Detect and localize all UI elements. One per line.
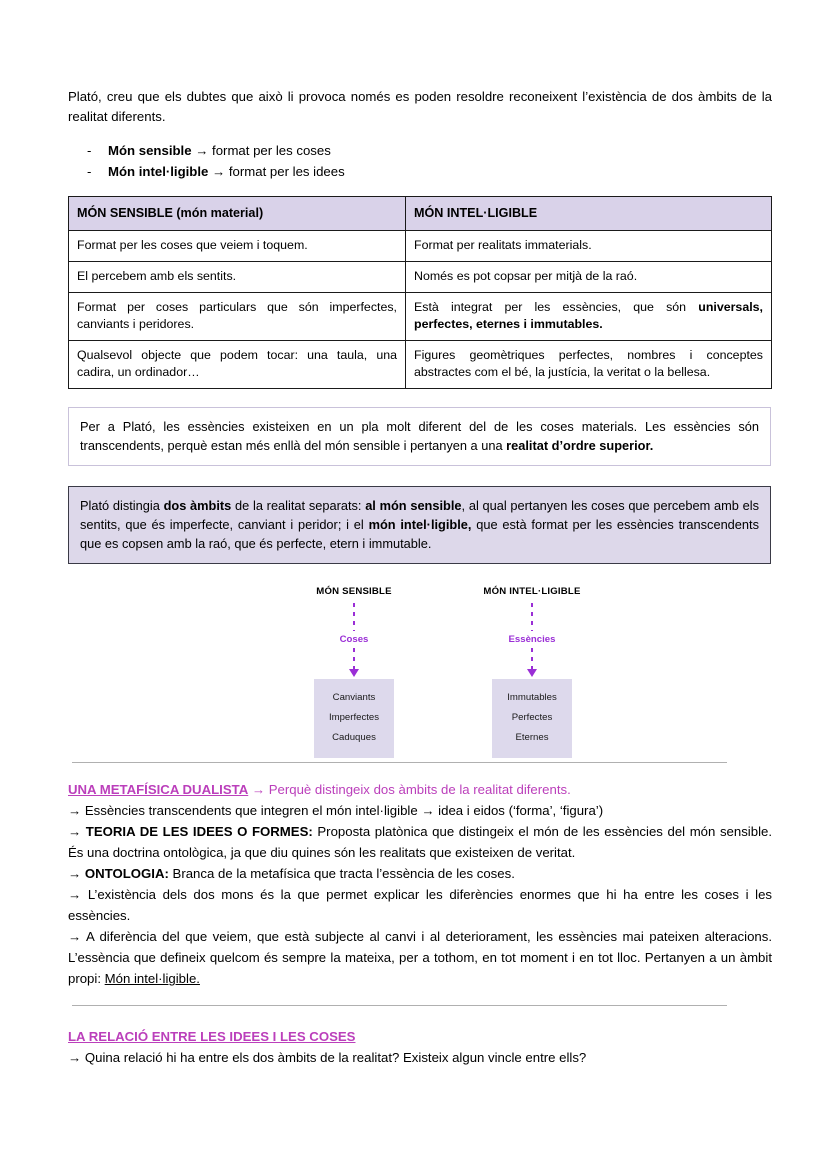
arrow-down-icon [527, 669, 537, 678]
callout-text: Per a Plató, les essències existeixen en… [80, 419, 759, 454]
callout-essencies: Per a Plató, les essències existeixen en… [68, 407, 771, 467]
section-heading-tail: → Perquè distingeix dos àmbits de la rea… [248, 782, 571, 798]
two-worlds-diagram: MÓN SENSIBLE Coses Canviants Imperfectes… [68, 586, 772, 759]
dashed-connector-icon [531, 603, 533, 632]
note-text: Essències transcendents que integren el … [84, 803, 604, 819]
note-underlined-term: Món intel·ligible. [104, 971, 200, 987]
cell-text: Figures geomètriques perfectes, nombres … [414, 348, 763, 380]
cell-text: Està integrat per les essències, que són [414, 300, 699, 315]
table-cell-right: Està integrat per les essències, que són… [405, 292, 772, 342]
diagram-attribute: Immutables [507, 692, 557, 704]
table-header-mon-sensible: MÓN SENSIBLE (món material) [68, 196, 406, 232]
note-text: L’existència dels dos mons és la que per… [68, 887, 773, 924]
bullet-term: Món intel·ligible [108, 164, 209, 180]
section-divider [72, 1005, 727, 1007]
bullet-text: → format per les coses [191, 143, 331, 159]
bullet-term: Món sensible [108, 143, 192, 159]
callout-text-bold: món intel·ligible, [368, 517, 472, 533]
diagram-attribute: Imperfectes [328, 712, 380, 724]
table-cell-left: Qualsevol objecte que podem tocar: una t… [68, 340, 406, 390]
list-item: -Món sensible → format per les coses [68, 140, 772, 161]
section-heading-line: UNA METAFÍSICA DUALISTA → Perquè disting… [68, 779, 772, 800]
arrow-right-icon: → [68, 929, 86, 945]
arrow-right-icon: → [68, 866, 85, 882]
arrow-right-icon: → [68, 803, 85, 819]
table-cell-right: Figures geomètriques perfectes, nombres … [405, 340, 772, 390]
note-bold: TEORIA DE LES IDEES O FORMES: [85, 824, 313, 840]
note-text: A diferència del que veiem, que està sub… [68, 929, 773, 987]
diagram-attribute-box: Immutables Perfectes Eternes [492, 679, 572, 759]
section-metafisica-dualista: UNA METAFÍSICA DUALISTA → Perquè disting… [68, 779, 772, 989]
callout-text: , al qual pertanyen les coses que perceb… [80, 498, 760, 533]
note-text: Proposta platònica que distingeix el món… [68, 824, 772, 861]
dashed-connector-icon [531, 648, 533, 671]
diagram-column-mon-intelligible: MÓN INTEL·LIGIBLE Essències Immutables P… [432, 586, 632, 759]
document-page: Plató, creu que els dubtes que això li p… [68, 74, 772, 1068]
note-line: → ONTOLOGIA: Branca de la metafísica que… [68, 863, 772, 884]
arrow-right-icon: → [68, 887, 88, 903]
diagram-attribute: Canviants [332, 692, 376, 704]
table-cell-right: Format per realitats immaterials. [405, 230, 772, 263]
callout-text-bold: al món sensible [365, 498, 462, 514]
note-text: Branca de la metafísica que tracta l’ess… [168, 866, 515, 882]
arrow-down-icon [349, 669, 359, 678]
table-cell-left: Format per coses particulars que són imp… [68, 292, 406, 342]
table-cell-left: Format per les coses que veiem i toquem. [68, 230, 406, 263]
bullet-dash: - [87, 164, 92, 180]
cell-text: Només es pot copsar per mitjà de la raó. [414, 269, 638, 284]
diagram-attribute: Perfectes [511, 712, 553, 724]
table-cell-left: El percebem amb els sentits. [68, 261, 406, 294]
page-title: UNA METAFÍSICA DUALISTA [68, 782, 249, 798]
note-bold: ONTOLOGIA: [84, 866, 169, 882]
note-line: → TEORIA DE LES IDEES O FORMES: Proposta… [68, 821, 772, 863]
cell-text: Format per realitats immaterials. [414, 238, 592, 253]
table-header-mon-intelligible: MÓN INTEL·LIGIBLE [405, 196, 772, 232]
table-row: Qualsevol objecte que podem tocar: una t… [68, 340, 772, 390]
bullet-text: → format per les idees [208, 164, 345, 180]
diagram-title: MÓN SENSIBLE [316, 586, 392, 598]
note-line: → Quina relació hi ha entre els dos àmbi… [68, 1050, 587, 1066]
table-row: El percebem amb els sentits. Només es po… [68, 261, 772, 294]
diagram-middle-label: Coses [339, 634, 369, 646]
callout-text: que està format per les essències transc… [80, 517, 759, 552]
callout-text: de la realitat separats: [231, 498, 366, 514]
callout-dos-ambits: Plató distingia dos àmbits de la realita… [68, 486, 771, 565]
list-item: -Món intel·ligible → format per les idee… [68, 161, 772, 182]
table-cell-right: Només es pot copsar per mitjà de la raó. [405, 261, 772, 294]
comparison-table: MÓN SENSIBLE (món material) MÓN INTEL·LI… [68, 196, 772, 390]
section-relacio-idees-coses: LA RELACIÓ ENTRE LES IDEES I LES COSES →… [68, 1026, 772, 1068]
note-line: → Essències transcendents que integren e… [68, 800, 772, 821]
diagram-attribute-box: Canviants Imperfectes Caduques [314, 679, 394, 759]
dashed-connector-icon [353, 603, 355, 632]
section-heading-line: LA RELACIÓ ENTRE LES IDEES I LES COSES [68, 1026, 772, 1047]
table-header-row: MÓN SENSIBLE (món material) MÓN INTEL·LI… [68, 196, 772, 232]
callout-text-bold: dos àmbits [163, 498, 232, 514]
intro-bullet-list: -Món sensible → format per les coses -Mó… [68, 140, 772, 182]
intro-block: Plató, creu que els dubtes que això li p… [68, 87, 772, 182]
page-title: LA RELACIÓ ENTRE LES IDEES I LES COSES [68, 1029, 356, 1045]
note-line: → A diferència del que veiem, que està s… [68, 926, 772, 989]
arrow-right-icon: → [68, 824, 86, 840]
note-line: → L’existència dels dos mons és la que p… [68, 884, 772, 926]
section-divider [72, 762, 727, 764]
table-row: Format per coses particulars que són imp… [68, 292, 772, 342]
callout-text: Plató distingia [80, 498, 164, 514]
diagram-middle-label: Essències [508, 634, 556, 646]
table-row: Format per les coses que veiem i toquem.… [68, 230, 772, 263]
diagram-attribute: Eternes [515, 732, 549, 744]
diagram-attribute: Caduques [332, 732, 376, 744]
cell-text-bold: universals, perfectes, eternes i immutab… [414, 300, 763, 332]
intro-paragraph: Plató, creu que els dubtes que això li p… [68, 89, 772, 125]
dashed-connector-icon [353, 648, 355, 671]
diagram-title: MÓN INTEL·LIGIBLE [483, 586, 581, 598]
diagram-column-mon-sensible: MÓN SENSIBLE Coses Canviants Imperfectes… [254, 586, 454, 759]
bullet-dash: - [87, 143, 92, 159]
callout-text-bold: realitat d’ordre superior. [506, 438, 654, 454]
